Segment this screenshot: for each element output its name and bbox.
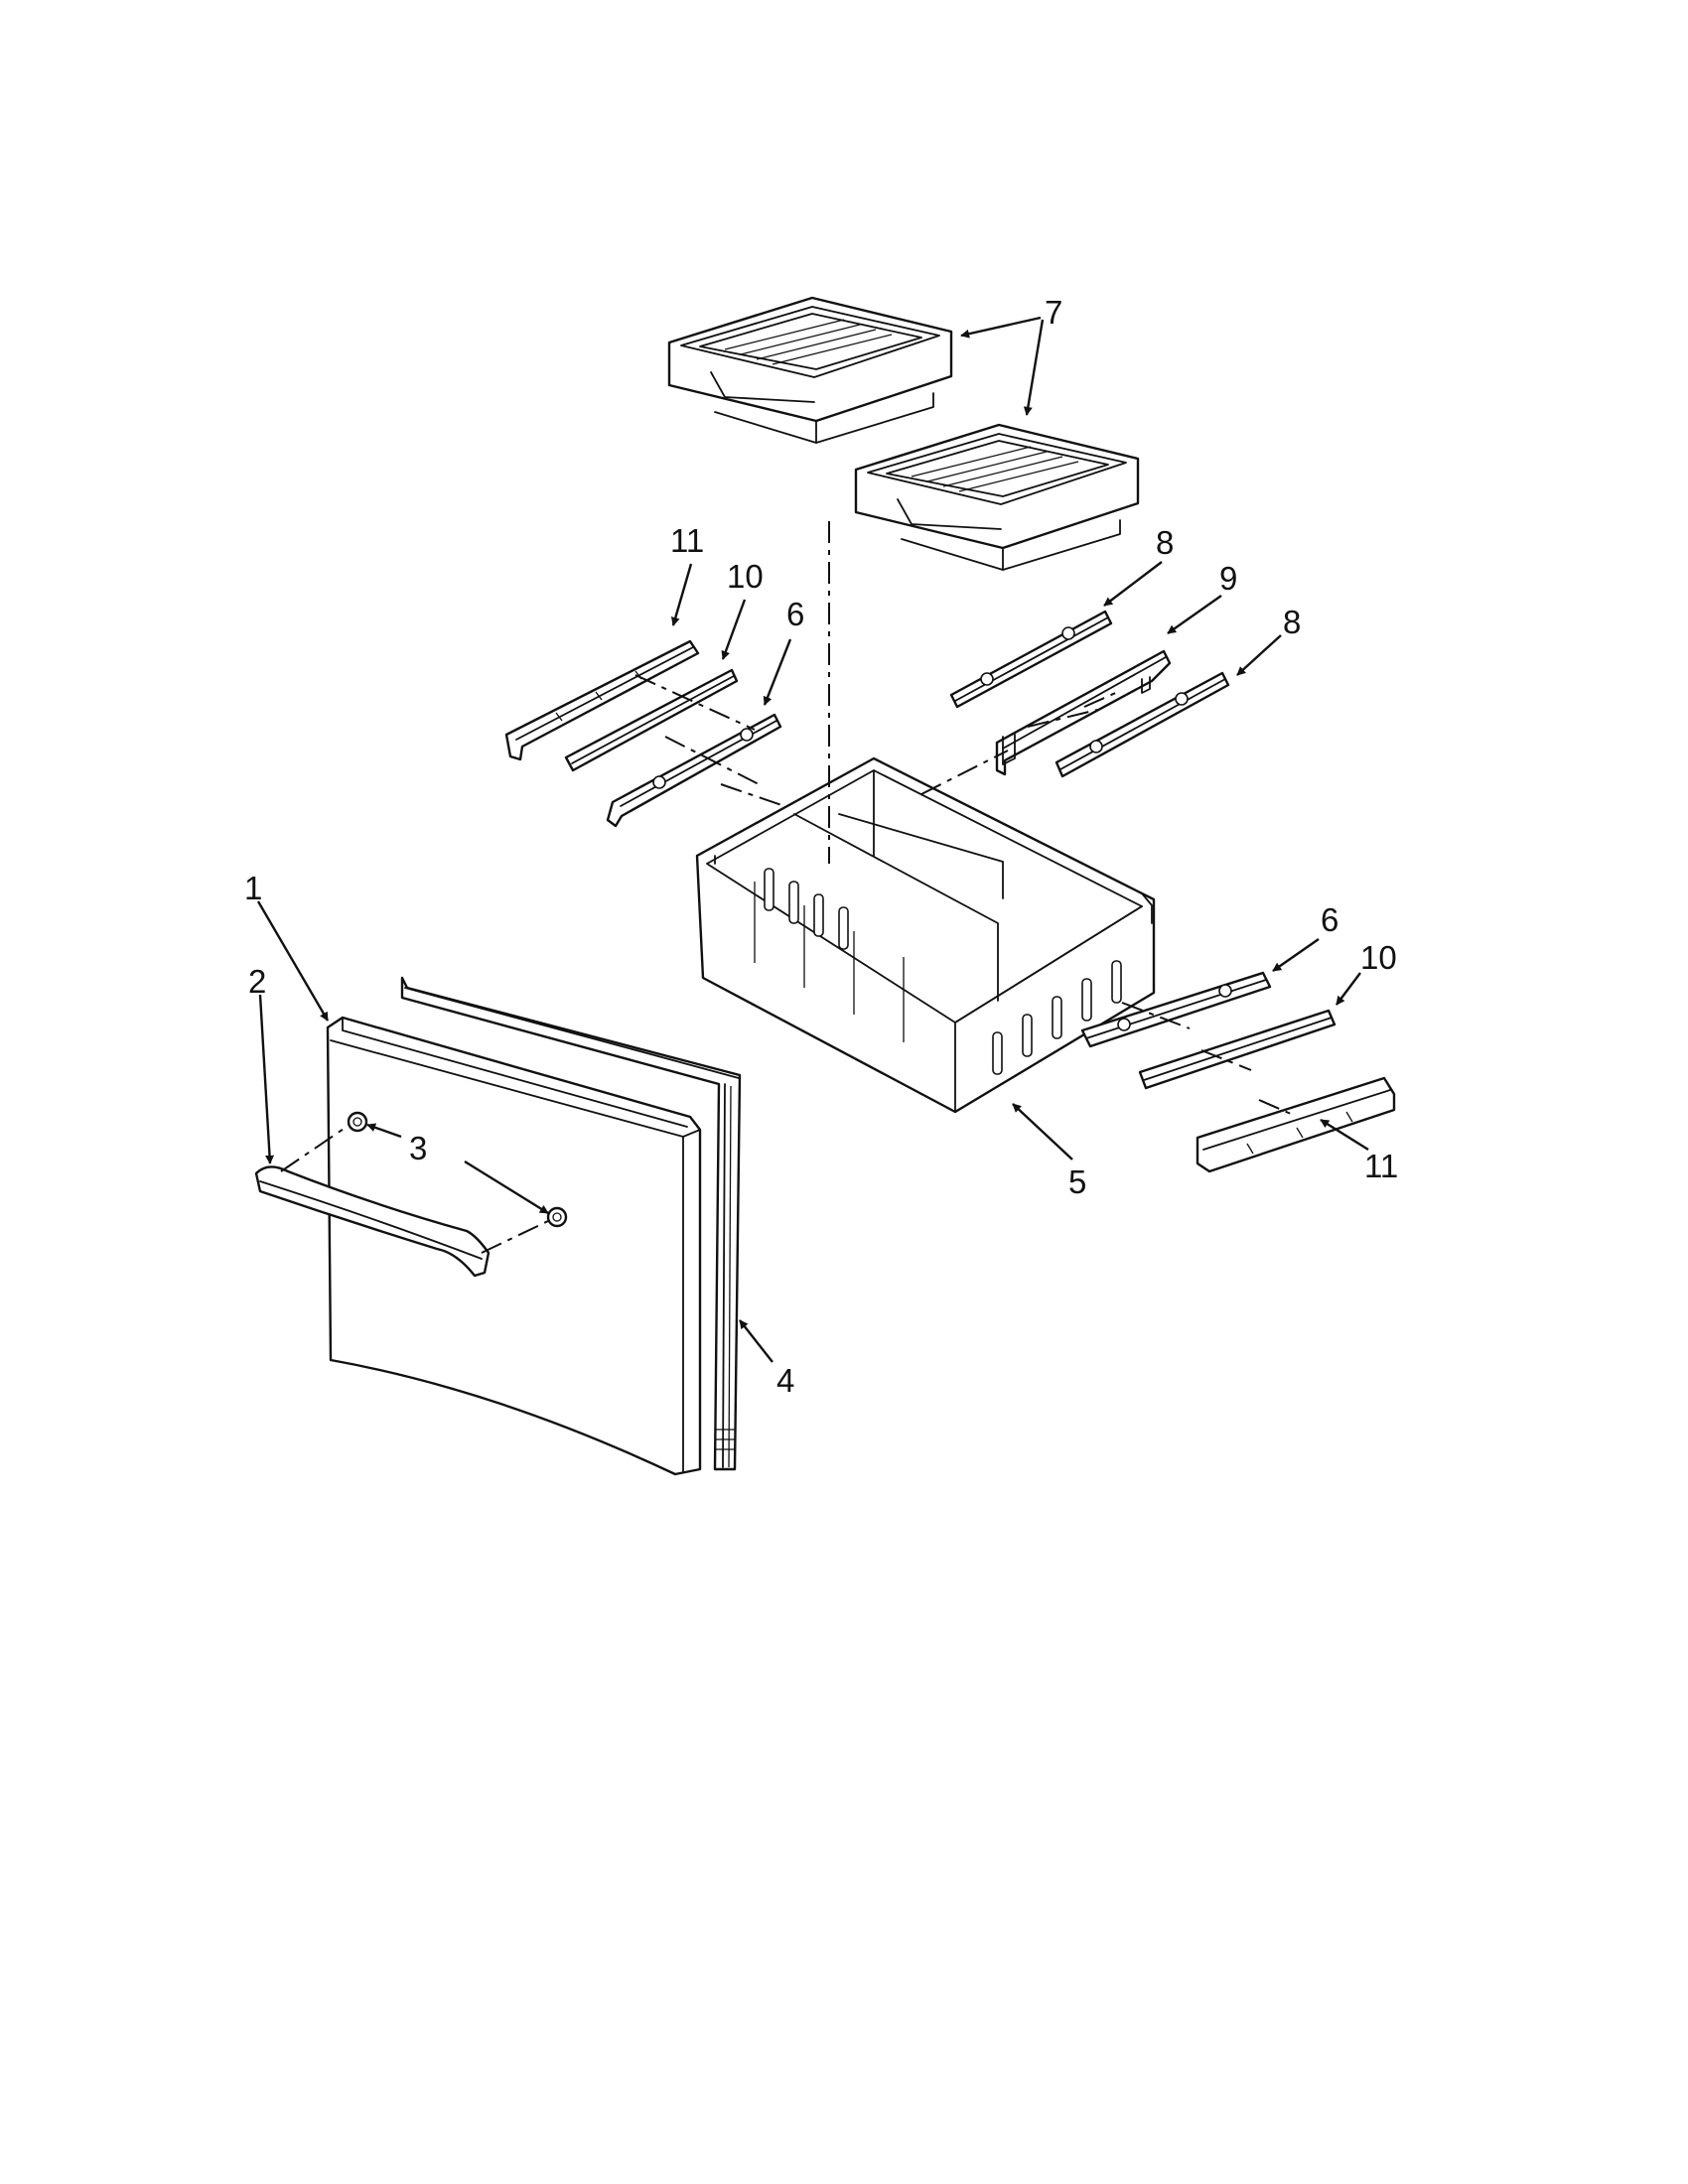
slide-bracket-lower-8 — [1055, 671, 1230, 778]
handle-screw-upper-3 — [347, 1111, 368, 1133]
door-handle-2 — [254, 1165, 491, 1278]
freezer-door-1 — [326, 1016, 702, 1476]
callout-6-upper: 6 — [786, 596, 804, 632]
callout-11-upper: 11 — [670, 522, 704, 559]
callout-3: 3 — [409, 1130, 427, 1166]
callout-10-lower: 10 — [1360, 939, 1397, 976]
assembly-lines — [280, 521, 1292, 1254]
callout-2: 2 — [248, 963, 266, 1000]
callout-11-lower: 11 — [1364, 1148, 1398, 1184]
callout-10-upper: 10 — [727, 558, 764, 595]
slide-bracket-right-6 — [1080, 971, 1272, 1048]
callout-7: 7 — [1045, 294, 1062, 331]
upper-basket-left — [667, 296, 953, 444]
door-gasket-4 — [400, 976, 742, 1471]
callout-8-lower: 8 — [1283, 604, 1301, 640]
rail-right-10 — [1138, 1009, 1336, 1090]
upper-basket-right — [854, 423, 1140, 571]
slide-bracket-left-6 — [606, 713, 782, 828]
rail-cover-right-11 — [1196, 1076, 1396, 1173]
callout-1: 1 — [244, 870, 262, 906]
callout-5: 5 — [1068, 1163, 1086, 1200]
callout-6-lower: 6 — [1321, 901, 1338, 938]
handle-screw-lower-3 — [546, 1206, 568, 1228]
callout-8-upper: 8 — [1156, 524, 1174, 561]
leader-lines — [256, 316, 1369, 1363]
rail-left-10 — [564, 668, 739, 772]
callout-4: 4 — [776, 1362, 794, 1399]
callout-9: 9 — [1219, 560, 1237, 597]
callout-labels: 7 8 9 8 11 10 6 1 2 3 4 5 6 10 11 — [244, 294, 1398, 1399]
slide-bracket-upper-8 — [949, 610, 1113, 709]
lower-basket-5 — [695, 756, 1156, 1114]
